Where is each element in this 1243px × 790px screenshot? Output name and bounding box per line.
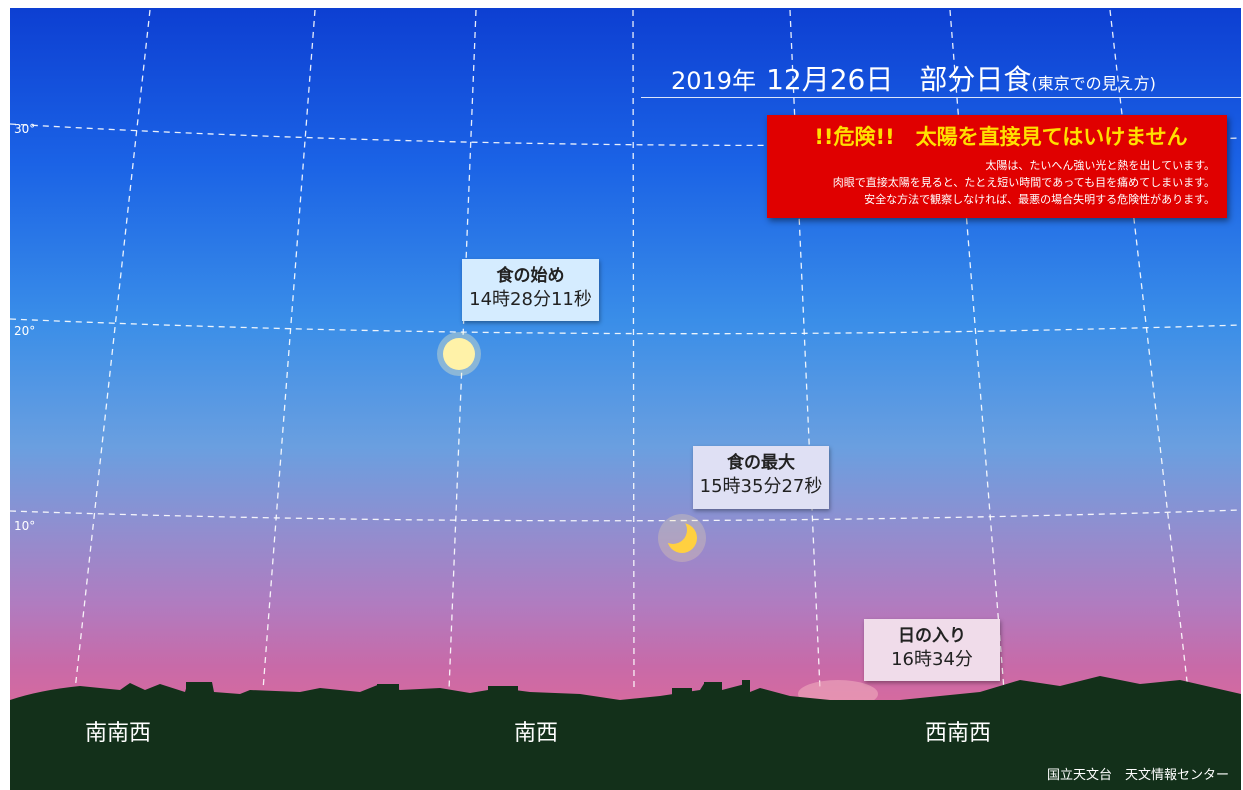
altitude-line-30 bbox=[9, 123, 1242, 147]
azimuth-line bbox=[632, 9, 635, 691]
event-name: 食の始め bbox=[496, 266, 565, 286]
credit-text: 国立天文台 天文情報センター bbox=[1046, 768, 1229, 783]
sun-max-eclipse bbox=[658, 514, 706, 562]
title-main: 部分日食 bbox=[919, 63, 1032, 96]
warning-line: 安全な方法で観察しなければ、最悪の場合失明する危険性があります。 bbox=[864, 193, 1215, 206]
azimuth-line bbox=[262, 9, 316, 691]
direction-sw: 南西 bbox=[514, 721, 559, 746]
altitude-label-20: 20° bbox=[14, 324, 36, 338]
azimuth-line bbox=[949, 9, 1005, 691]
warning-heading: !!危険!! 太陽を直接見てはいけません bbox=[814, 125, 1188, 149]
title-subtitle: (東京での見え方) bbox=[1031, 74, 1156, 93]
direction-ssw: 南南西 bbox=[85, 721, 152, 746]
event-time: 15時35分27秒 bbox=[699, 476, 823, 497]
event-time: 14時28分11秒 bbox=[469, 289, 592, 310]
azimuth-line bbox=[74, 9, 151, 691]
altitude-line-20 bbox=[9, 318, 1242, 335]
azimuth-line bbox=[789, 9, 821, 691]
event-label-sunset: 日の入り 16時34分 bbox=[864, 619, 1000, 681]
event-label-start: 食の始め 14時28分11秒 bbox=[462, 259, 599, 321]
warning-line: 肉眼で直接太陽を見ると、たとえ短い時間であっても目を痛めてしまいます。 bbox=[832, 176, 1215, 189]
event-name: 日の入り bbox=[898, 626, 966, 646]
altitude-label-30: 30° bbox=[14, 122, 36, 136]
warning-line: 太陽は、たいへん強い光と熱を出しています。 bbox=[985, 159, 1215, 172]
altitude-line-10 bbox=[9, 509, 1242, 522]
page-title: 2019年 12月26日部分日食(東京での見え方) bbox=[671, 58, 1231, 98]
azimuth-line bbox=[448, 9, 477, 691]
event-label-max: 食の最大 15時35分27秒 bbox=[693, 446, 829, 509]
title-date: 12月26日 bbox=[766, 63, 894, 96]
title-year: 2019年 bbox=[671, 67, 757, 95]
event-name: 食の最大 bbox=[727, 453, 795, 473]
sun-start bbox=[437, 332, 481, 376]
title-underline bbox=[641, 97, 1241, 98]
azimuth-line bbox=[1109, 9, 1189, 691]
direction-wsw: 西南西 bbox=[925, 721, 992, 746]
event-time: 16時34分 bbox=[891, 649, 973, 670]
warning-box: !!危険!! 太陽を直接見てはいけません 太陽は、たいへん強い光と熱を出していま… bbox=[767, 115, 1227, 218]
altitude-label-10: 10° bbox=[14, 519, 36, 533]
ground-silhouette bbox=[10, 676, 1241, 790]
